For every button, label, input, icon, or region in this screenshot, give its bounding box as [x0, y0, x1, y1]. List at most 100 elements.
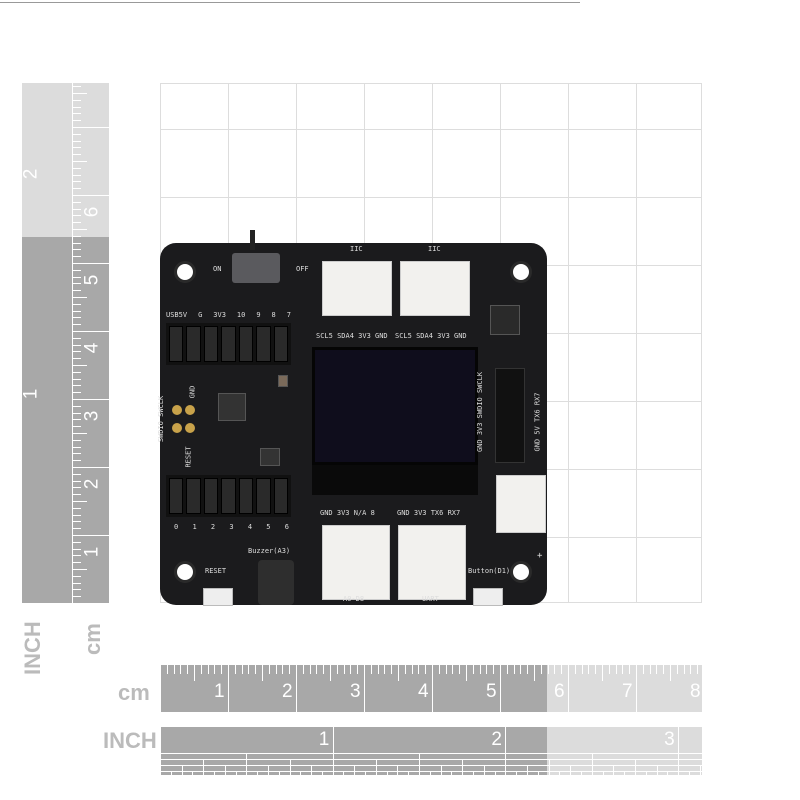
ruler-tick: [656, 771, 658, 775]
swd-label: SWDIO SWCLK: [157, 395, 166, 443]
ruler-tick: [203, 759, 205, 765]
ruler-tick: [568, 665, 569, 712]
ruler-tick: [221, 665, 223, 674]
switch-off-label: OFF: [296, 265, 309, 273]
ruler-tick: [678, 727, 680, 753]
header-pin-label: USB5V: [166, 311, 188, 319]
ruler-tick: [73, 133, 81, 135]
cm-number: 3: [81, 410, 103, 422]
ruler-tick: [645, 771, 647, 775]
ruler-tick: [73, 140, 81, 142]
ruler-tick: [505, 765, 507, 771]
ruler-tick: [73, 256, 81, 258]
ruler-tick: [591, 765, 593, 771]
ruler-tick: [678, 753, 680, 759]
ruler-tick: [282, 665, 284, 674]
ruler-tick: [419, 753, 421, 759]
ruler-tick: [278, 771, 280, 775]
vertical-inch-ruler: 1 2: [22, 83, 72, 603]
ruler-tick: [194, 665, 195, 681]
ruler-tick: [505, 727, 507, 753]
iic-connector-2[interactable]: [400, 261, 470, 316]
ruler-tick: [160, 771, 161, 775]
ruler-tick: [302, 665, 304, 674]
ruler-tick: [377, 665, 379, 674]
ruler-tick: [289, 765, 291, 771]
ruler-tick: [73, 426, 81, 428]
ruler-tick: [429, 771, 431, 775]
uart-pin-labels: GND 3V3 TX6 RX7: [397, 509, 461, 517]
ruler-tick: [493, 665, 495, 674]
ruler-tick: [181, 771, 183, 775]
ruler-tick: [73, 337, 81, 339]
ruler-tick: [73, 99, 81, 101]
ruler-tick: [73, 276, 81, 278]
ruler-tick: [160, 727, 161, 753]
ruler-tick: [472, 665, 474, 674]
ruler-tick: [473, 771, 475, 775]
ruler-tick: [73, 589, 81, 591]
ruler-tick: [615, 665, 617, 674]
uart-connector[interactable]: [398, 525, 466, 600]
cm-number: 6: [554, 681, 565, 702]
ruler-tick: [275, 665, 277, 674]
ruler-tick: [608, 665, 610, 674]
ruler-tick: [354, 771, 356, 775]
ruler-tick: [267, 765, 269, 771]
iic-connector-1[interactable]: [322, 261, 392, 316]
reset-button[interactable]: [203, 588, 233, 606]
ruler-tick: [408, 771, 410, 775]
ruler-tick: [73, 297, 87, 298]
user-button[interactable]: [473, 588, 503, 606]
swd-pad: [172, 423, 182, 433]
ruler-tick: [160, 759, 702, 760]
ruler-tick: [418, 665, 420, 674]
inch-number: 1: [318, 729, 330, 750]
flash-chip: [490, 305, 520, 335]
ruler-tick: [213, 771, 215, 775]
power-switch[interactable]: [232, 253, 280, 283]
ruler-tick: [688, 771, 690, 775]
ruler-tick: [73, 453, 81, 455]
top-divider: [0, 2, 580, 3]
ruler-tick: [534, 665, 535, 681]
gnd-pin-label: GND: [188, 385, 197, 399]
ruler-tick: [683, 665, 685, 674]
battery-connector[interactable]: [496, 475, 546, 533]
ruler-tick: [559, 771, 561, 775]
ruler-tick: [634, 765, 636, 771]
ruler-tick: [160, 765, 702, 766]
ruler-tick: [73, 596, 81, 598]
header-pin-label: 0: [174, 523, 179, 531]
ruler-tick: [398, 665, 399, 681]
ruler-tick: [246, 759, 248, 765]
ruler-tick: [181, 765, 183, 771]
bottom-pin-header: [166, 475, 291, 517]
ruler-tick: [462, 771, 464, 775]
ruler-tick: [483, 771, 485, 775]
analog-connector[interactable]: [322, 525, 390, 600]
ruler-tick: [224, 771, 226, 775]
ruler-tick: [451, 771, 453, 775]
switch-lever[interactable]: [250, 230, 255, 250]
ruler-tick: [73, 535, 109, 536]
header-pin-label: 5: [266, 523, 271, 531]
ruler-tick: [656, 665, 658, 674]
ruler-tick: [246, 753, 248, 759]
ruler-tick: [486, 665, 488, 674]
ruler-tick: [160, 771, 702, 772]
ruler-tick: [73, 467, 109, 468]
ruler-tick: [505, 771, 507, 775]
ruler-tick: [663, 665, 665, 674]
header-pin-label: 9: [256, 311, 261, 319]
inch-number: 1: [22, 388, 42, 400]
ruler-tick: [203, 771, 205, 775]
ruler-tick: [200, 665, 202, 674]
ruler-tick: [73, 201, 81, 203]
ruler-tick: [505, 753, 507, 759]
cm-unit-label: cm: [118, 680, 150, 705]
ruler-tick: [591, 759, 593, 765]
ruler-tick: [391, 665, 393, 674]
ruler-tick: [73, 161, 87, 162]
